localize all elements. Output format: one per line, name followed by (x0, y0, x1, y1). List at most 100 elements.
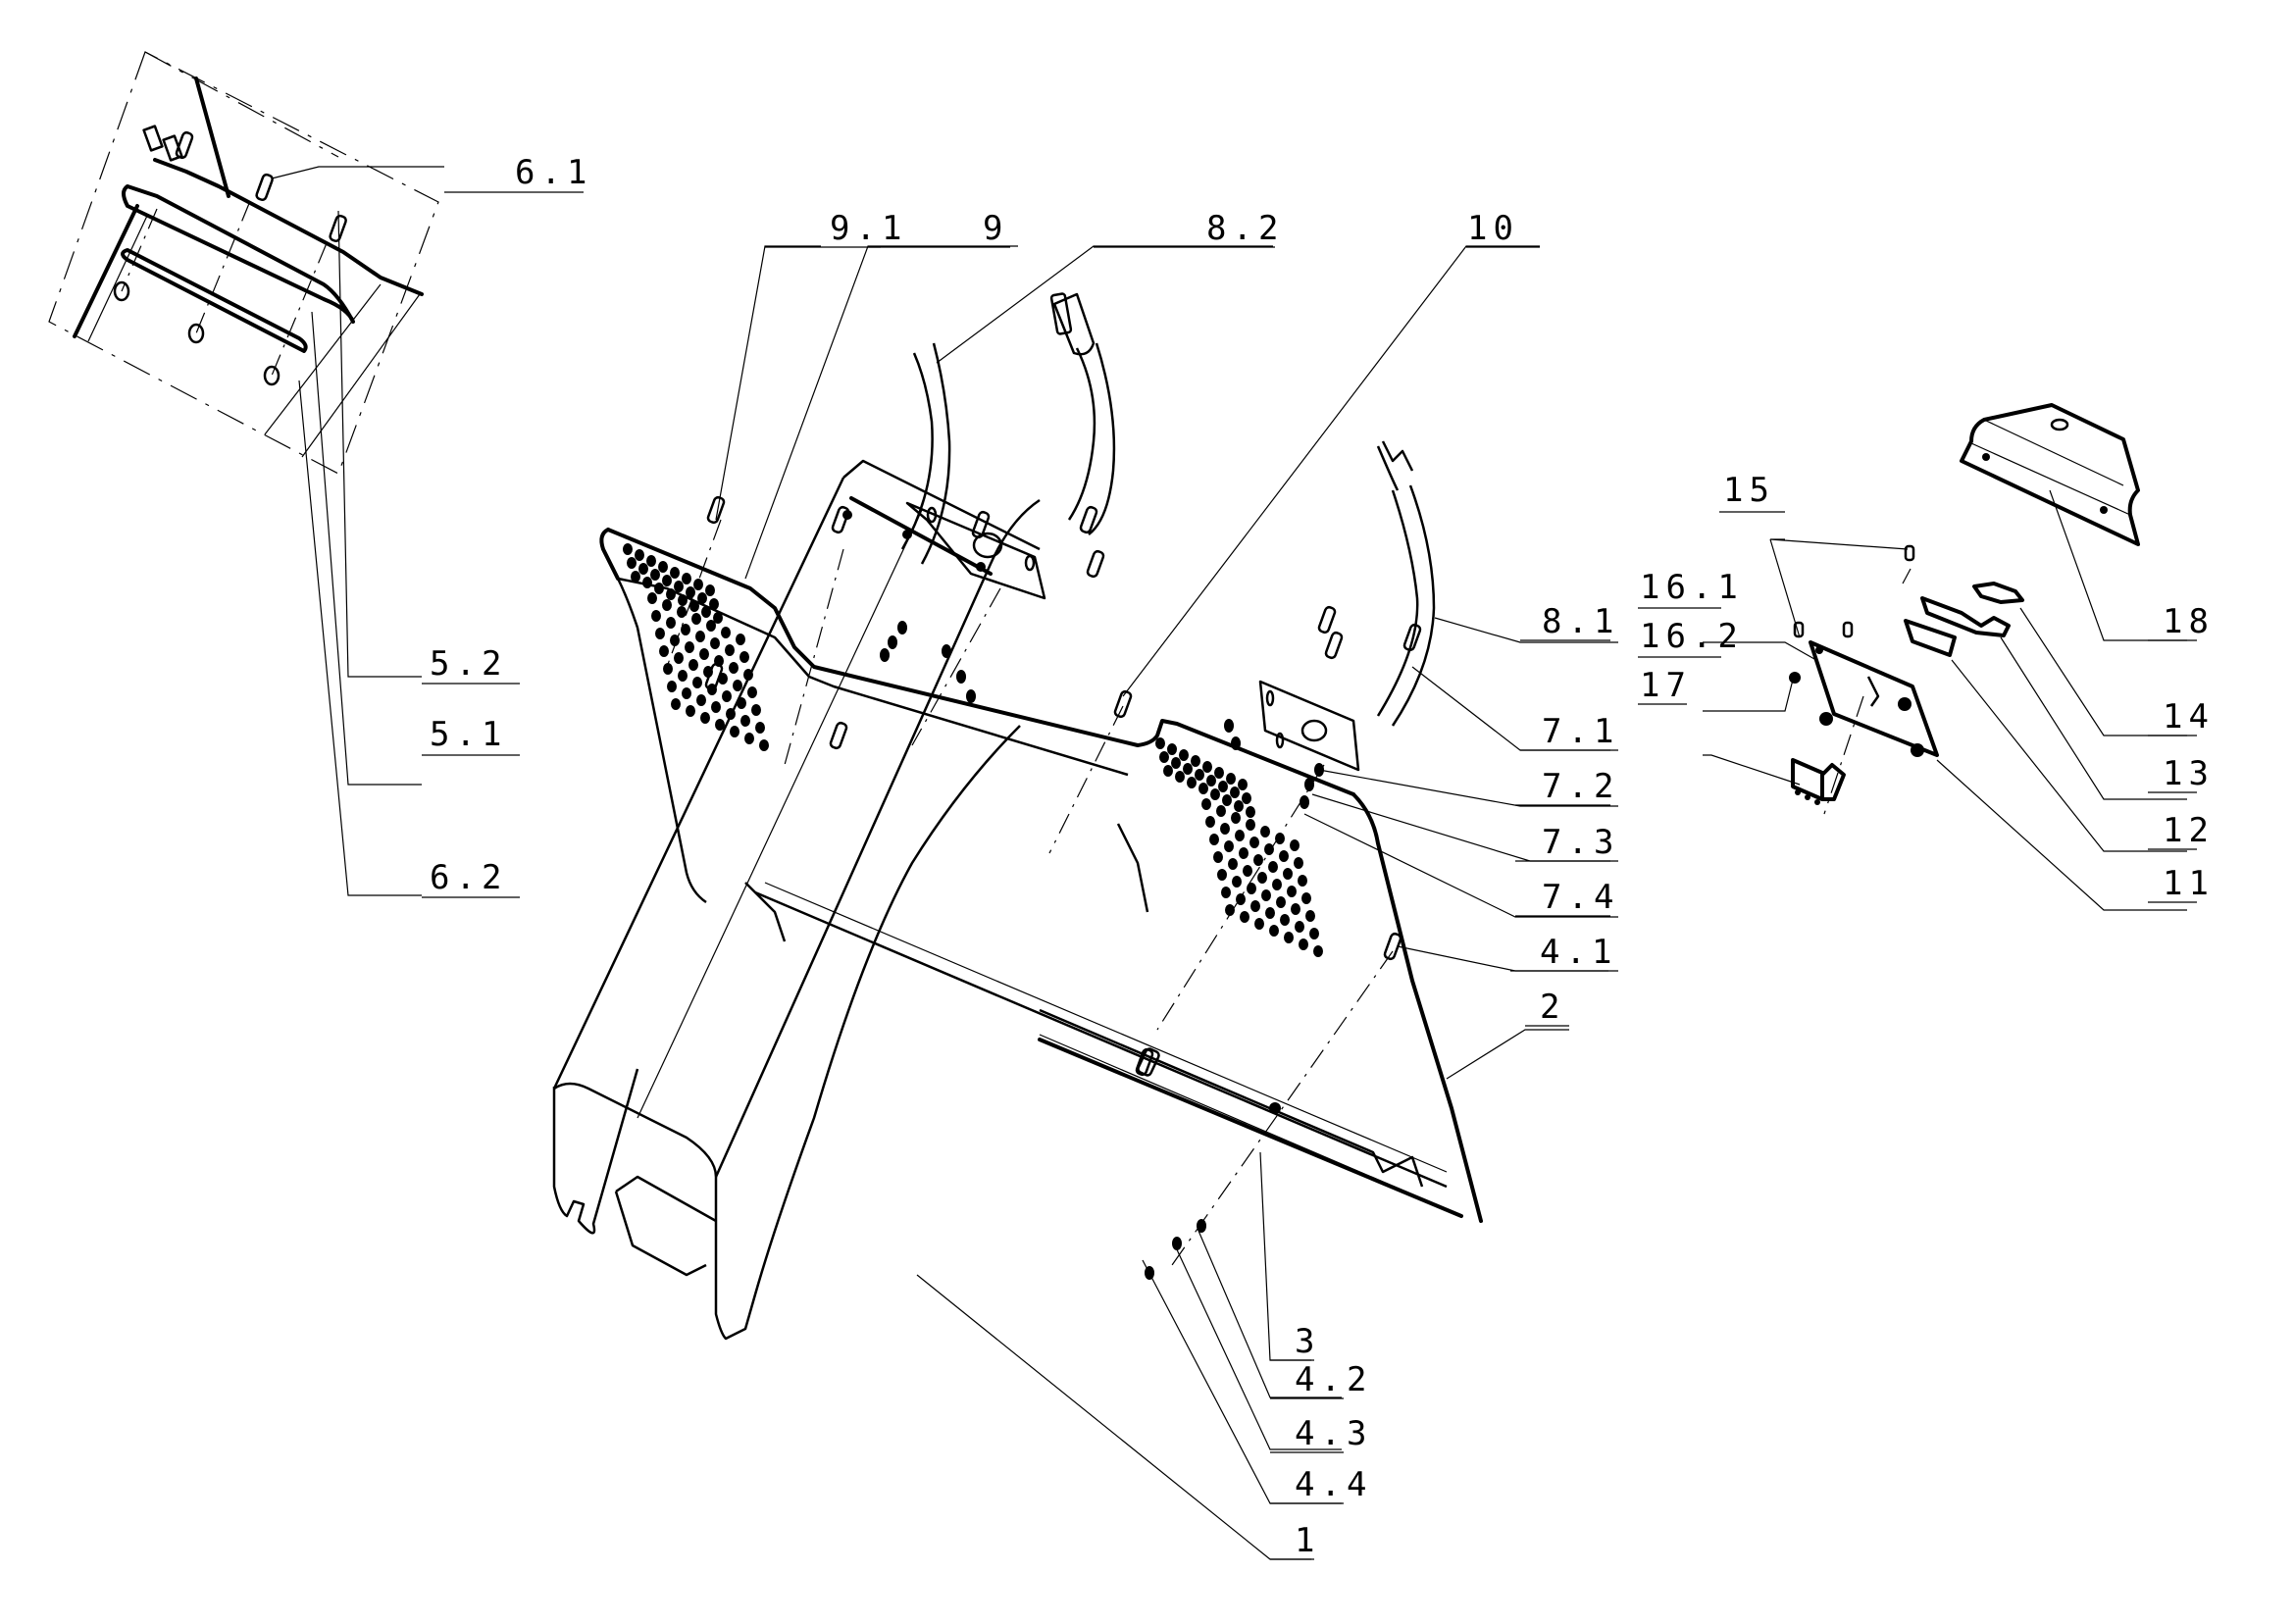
vent-hole (666, 617, 676, 629)
vent-hole (1276, 896, 1286, 908)
vent-hole (696, 694, 706, 706)
vent-hole (1218, 781, 1228, 792)
label-18: 18 (2163, 602, 2215, 641)
vent-hole (674, 581, 684, 592)
vent-hole (1254, 918, 1264, 930)
label-16-1: 16.1 (1640, 568, 1744, 607)
label-10: 10 (1467, 209, 1519, 248)
vent-hole (1201, 798, 1211, 810)
label-4-3: 4.3 (1295, 1414, 1372, 1453)
part-17-switch (1791, 758, 1846, 805)
vent-hole (1179, 749, 1189, 761)
vent-hole (678, 670, 688, 682)
part-14-clip (1972, 582, 2024, 604)
label-4-1: 4.1 (1540, 933, 1617, 972)
vent-hole (658, 561, 668, 573)
vent-hole (1205, 816, 1215, 828)
vent-hole (1210, 788, 1220, 800)
vent-hole (695, 631, 705, 642)
vent-hole (647, 592, 657, 604)
vent-hole (1225, 904, 1235, 916)
vent-hole (1283, 868, 1293, 880)
vent-hole (1239, 847, 1249, 859)
vent-hole (1171, 757, 1181, 769)
washer (1197, 1219, 1206, 1233)
vent-hole (740, 715, 750, 727)
vent-hole (737, 697, 746, 709)
vent-hole (1232, 876, 1242, 888)
vent-hole (1309, 928, 1319, 939)
washer (956, 670, 966, 684)
vent-hole (642, 577, 652, 588)
vent-hole (1261, 889, 1271, 901)
vent-hole (682, 573, 691, 584)
vent-hole (693, 579, 703, 590)
washer (1304, 778, 1314, 791)
label-7-1: 7.1 (1542, 712, 1619, 751)
part-11-board (1809, 640, 1939, 757)
vent-hole (1202, 761, 1212, 773)
vent-hole (678, 594, 688, 606)
label-9-1: 9.1 (830, 209, 907, 248)
vent-hole (1275, 833, 1285, 844)
part-8-1-cable (1376, 440, 1436, 727)
vent-hole (682, 687, 691, 699)
vent-hole (1213, 851, 1223, 863)
plate-8-2 (905, 501, 1046, 600)
screw (971, 510, 991, 539)
vent-hole (662, 575, 672, 586)
vent-hole (759, 739, 769, 751)
label-17: 17 (1640, 666, 1692, 705)
vent-hole (725, 644, 735, 656)
washer (897, 621, 907, 634)
label-5-1: 5.1 (430, 715, 507, 754)
vent-hole (730, 726, 739, 737)
vent-hole (662, 599, 672, 611)
vent-hole (1299, 939, 1308, 950)
vent-hole (1242, 792, 1251, 804)
vent-hole (1183, 763, 1193, 775)
vent-hole (1313, 945, 1323, 957)
washer (1172, 1237, 1182, 1250)
vent-hole (1234, 800, 1244, 812)
vent-hole (685, 641, 694, 653)
screw (829, 721, 848, 750)
vent-hole (1167, 743, 1177, 755)
vent-hole (1279, 850, 1289, 862)
vent-hole (755, 722, 765, 734)
vent-hole (1217, 869, 1227, 881)
vent-hole (739, 651, 749, 663)
vent-hole (1238, 779, 1248, 790)
vent-hole (1257, 872, 1267, 884)
vent-hole (1249, 837, 1259, 848)
vent-hole (1284, 932, 1294, 943)
vent-hole (681, 624, 690, 635)
screws-15-16 (1789, 544, 1915, 684)
vent-hole (1298, 875, 1307, 887)
vent-hole (1301, 892, 1311, 904)
label-6-2: 6.2 (430, 858, 507, 897)
screw (831, 505, 850, 534)
vent-hole (713, 612, 723, 624)
label-4-4: 4.4 (1295, 1465, 1372, 1504)
vent-hole (710, 637, 720, 649)
vent-hole (1220, 823, 1230, 835)
label-16-2: 16.2 (1640, 617, 1744, 656)
vent-hole (726, 708, 736, 720)
washer (1231, 736, 1241, 750)
vent-hole (1224, 840, 1234, 852)
vent-hole (686, 705, 695, 717)
vent-hole (671, 698, 681, 710)
vent-hole (689, 600, 699, 612)
screw (1324, 631, 1344, 660)
vent-hole (1231, 812, 1241, 824)
vent-hole (1260, 826, 1270, 837)
vent-hole (1221, 887, 1231, 898)
part-18-bracket (1960, 403, 2140, 546)
vent-hole (1247, 883, 1256, 894)
vent-hole (1253, 854, 1263, 866)
vent-hole (700, 712, 710, 724)
vent-hole (729, 662, 739, 674)
screw (1135, 1047, 1154, 1077)
